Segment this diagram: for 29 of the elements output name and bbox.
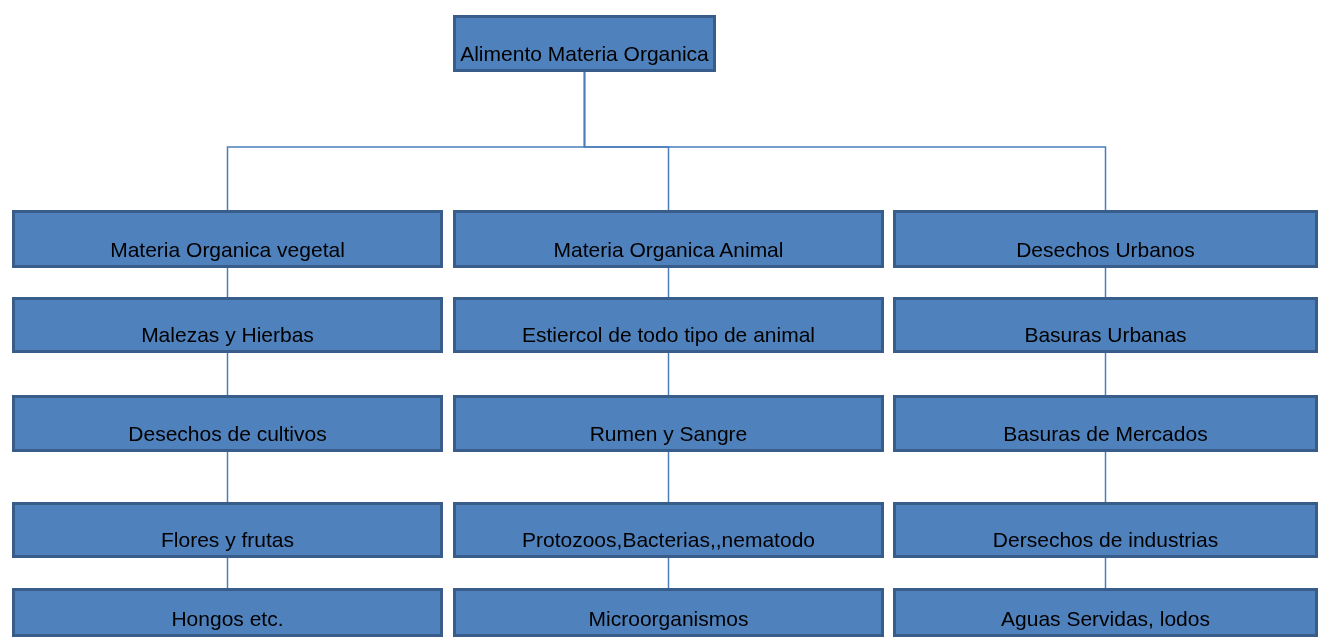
category-box: Rumen y Sangre	[453, 395, 884, 452]
category-box: Estiercol de todo tipo de animal	[453, 297, 884, 353]
category-box: Dersechos de industrias	[893, 502, 1318, 558]
connector-line	[667, 557, 670, 589]
category-box: Malezas y Hierbas	[12, 297, 443, 353]
connector-line	[1104, 557, 1107, 589]
connector-line	[226, 557, 229, 589]
connector-line	[1104, 352, 1107, 396]
connector-line	[1104, 267, 1107, 298]
category-box: Flores y frutas	[12, 502, 443, 558]
category-box: Desechos Urbanos	[893, 210, 1318, 268]
category-box: Materia Organica Animal	[453, 210, 884, 268]
category-box: Protozoos,Bacterias,,nematodo	[453, 502, 884, 558]
connector-line	[226, 352, 229, 396]
category-box: Aguas Servidas, lodos	[893, 588, 1318, 637]
category-box: Hongos etc.	[12, 588, 443, 637]
category-box: Desechos de cultivos	[12, 395, 443, 452]
category-box: Microorganismos	[453, 588, 884, 637]
connector-line	[667, 267, 670, 298]
connector-line	[583, 71, 1107, 211]
connector-line	[226, 267, 229, 298]
category-box: Basuras Urbanas	[893, 297, 1318, 353]
connector-line	[667, 352, 670, 396]
connector-line	[1104, 451, 1107, 503]
connector-line	[667, 451, 670, 503]
connector-line	[226, 451, 229, 503]
category-box: Basuras de Mercados	[893, 395, 1318, 452]
category-box: Materia Organica vegetal	[12, 210, 443, 268]
category-box: Alimento Materia Organica	[453, 15, 716, 72]
